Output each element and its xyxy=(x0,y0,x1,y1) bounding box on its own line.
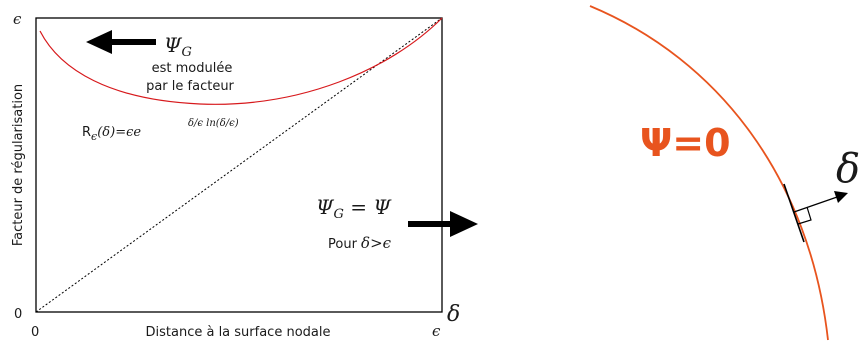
beyond-equation: ΨG = Ψ xyxy=(316,195,392,222)
left-arrow xyxy=(86,30,156,54)
beyond-condition-math: δ>ϵ xyxy=(361,234,392,252)
beyond-eq-symbol: Ψ xyxy=(316,195,335,219)
svg-text:Rϵ(δ)=ϵe: Rϵ(δ)=ϵe xyxy=(82,125,141,143)
curve-note-psi: ΨG xyxy=(164,33,192,60)
surface-label: Ψ=0 xyxy=(640,121,731,165)
x-tick-end: ϵ xyxy=(432,322,441,340)
curve-note-line2: par le facteur xyxy=(146,79,234,94)
y-tick-top: ϵ xyxy=(13,10,22,28)
nodal-surface-curve xyxy=(589,5,829,341)
curve-note-subscript: G xyxy=(182,45,192,60)
y-tick-bottom: 0 xyxy=(14,307,22,322)
formula-lhs-sub: ϵ xyxy=(91,130,97,143)
right-angle-mark xyxy=(797,206,812,225)
x-axis-label: Distance à la surface nodale xyxy=(146,325,331,340)
formula: Rϵ(δ)=ϵe δ/ϵ ln(δ/ϵ) xyxy=(82,118,239,143)
formula-arg: (δ)= xyxy=(97,125,126,140)
diagonal-reference-line xyxy=(35,17,443,313)
curve-note-line1: est modulée xyxy=(152,61,233,76)
x-tick-start: 0 xyxy=(31,325,39,340)
beyond-eq-sub: G xyxy=(334,207,344,222)
formula-lhs: R xyxy=(82,125,91,140)
beyond-eq-rhs: = Ψ xyxy=(344,195,392,219)
normal-line xyxy=(793,195,841,213)
plot-frame xyxy=(35,17,443,313)
normal-vector xyxy=(783,183,848,243)
distance-symbol: δ xyxy=(836,146,860,192)
beyond-condition: Pour δ>ϵ xyxy=(328,234,392,252)
beyond-condition-text: Pour xyxy=(328,237,361,252)
curve-note-symbol: Ψ xyxy=(164,33,183,57)
right-arrow xyxy=(408,211,478,237)
formula-coeff: ϵe xyxy=(126,125,141,140)
normal-arrowhead xyxy=(834,191,848,203)
formula-exponent: δ/ϵ ln(δ/ϵ) xyxy=(188,118,239,129)
y-axis-label: Facteur de régularisation xyxy=(11,84,26,246)
tangent-segment xyxy=(783,183,805,243)
regularization-curve xyxy=(39,17,443,105)
x-axis-symbol: δ xyxy=(447,302,460,327)
